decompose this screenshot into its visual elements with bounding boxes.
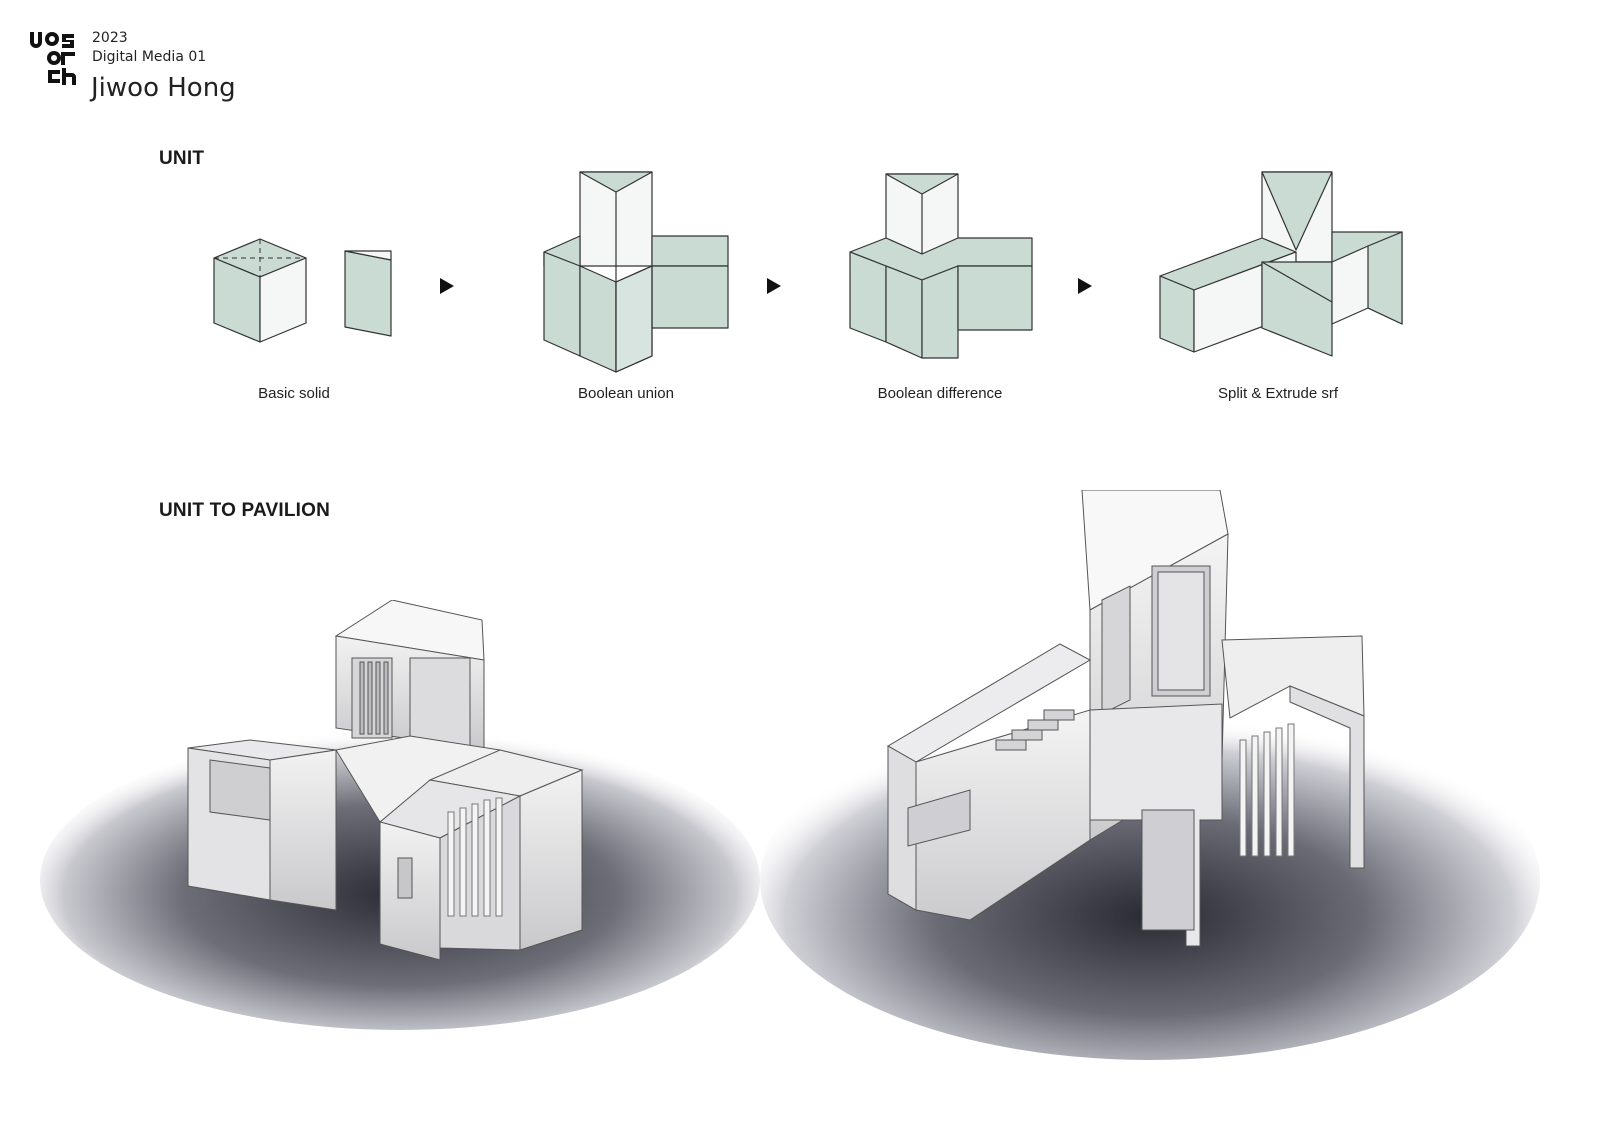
pavilion-render-left: [40, 600, 760, 1030]
section-title-unit: UNIT: [159, 148, 205, 169]
step-caption-boolean-union: Boolean union: [578, 385, 674, 402]
header-course: Digital Media 01: [92, 49, 207, 65]
header-author: Jiwoo Hong: [91, 73, 236, 103]
step-caption-split-extrude: Split & Extrude srf: [1217, 385, 1339, 402]
basic-solid-plane: [344, 250, 392, 337]
uos-arch-logo: [30, 32, 76, 85]
boolean-difference-shape: [849, 173, 1033, 359]
basic-solid-cube: [213, 238, 307, 343]
arrow-right-icon: [1078, 278, 1092, 294]
arrow-right-icon: [440, 278, 454, 294]
unit-steps-diagram: [213, 171, 1403, 373]
boolean-union-shape: [543, 171, 729, 373]
arrow-right-icon: [767, 278, 781, 294]
pavilion-render-right: [760, 490, 1540, 1060]
section-title-pavilion: UNIT TO PAVILION: [159, 500, 331, 521]
header-year: 2023: [92, 30, 128, 46]
step-caption-boolean-difference: Boolean difference: [877, 385, 1003, 402]
step-caption-basic-solid: Basic solid: [258, 385, 330, 402]
split-extrude-shape: [1159, 171, 1403, 357]
